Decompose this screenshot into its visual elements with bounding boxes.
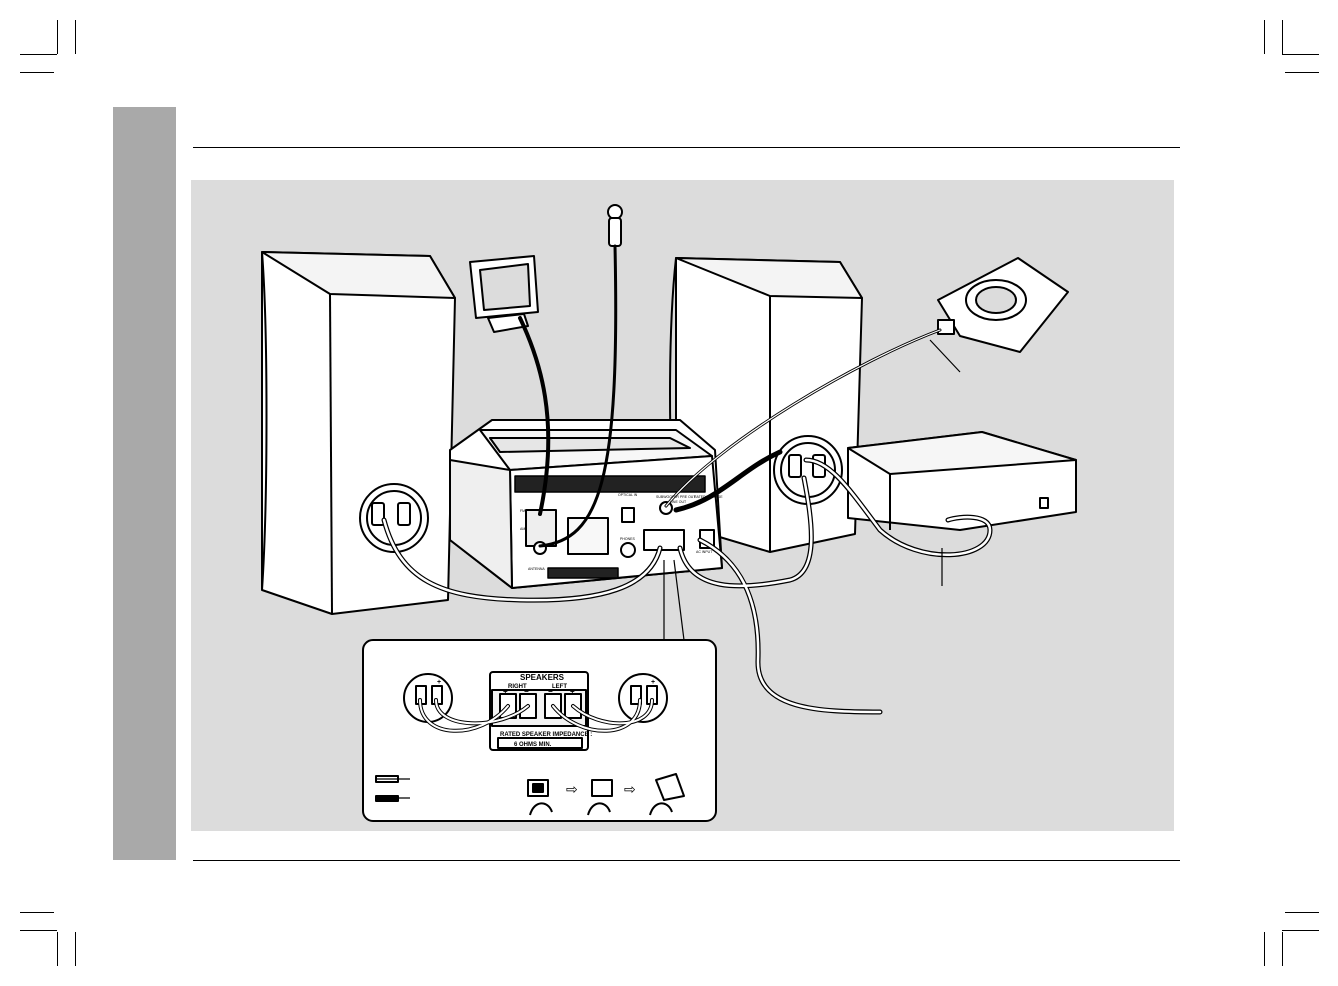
- right-label: RIGHT: [508, 684, 527, 690]
- speakers-label: SPEAKERS: [520, 673, 565, 682]
- inset-plus-r: +: [437, 679, 441, 686]
- fm-antenna: [607, 204, 623, 247]
- svg-text:RATED VOLTAGE: RATED VOLTAGE: [694, 495, 723, 499]
- bottom-rule: [193, 860, 1180, 861]
- crop-mark-bottom-left-h: [20, 912, 54, 913]
- crop-mark-top-left-l: [20, 54, 57, 55]
- step-arrow-1: ⇨: [566, 781, 578, 797]
- minus-left: −: [548, 687, 553, 696]
- inset-step-1: [527, 779, 553, 816]
- inset-labels: SPEAKERS RIGHT LEFT + − − + RATED SPEAKE…: [437, 673, 655, 748]
- subwoofer: [847, 431, 1077, 531]
- speaker-connection-inset: ⇨ ⇨: [362, 639, 717, 822]
- svg-text:PHONES: PHONES: [620, 537, 635, 541]
- crop-mark-top-left-v2: [75, 20, 76, 54]
- portable-player: [937, 257, 1069, 353]
- crop-mark-top-right-l: [1282, 54, 1319, 55]
- inset-plus-l: +: [651, 679, 655, 686]
- crop-mark-bottom-left-v1: [57, 932, 58, 966]
- callout-lines: [375, 339, 961, 799]
- left-speaker: [261, 251, 456, 615]
- crop-mark-top-left-h: [20, 72, 54, 73]
- svg-text:AM: AM: [520, 527, 525, 531]
- crop-mark-bottom-right-v1: [1264, 932, 1265, 966]
- svg-text:SUBWOOFER PRE OUT: SUBWOOFER PRE OUT: [656, 495, 696, 499]
- svg-text:LINE OUT: LINE OUT: [670, 500, 687, 504]
- optical-in-jack: [621, 507, 635, 523]
- svg-text:AC INPUT: AC INPUT: [696, 550, 713, 554]
- plus-left: +: [570, 687, 575, 696]
- crop-mark-bottom-right-v2: [1282, 932, 1283, 966]
- crop-mark-bottom-right-l: [1282, 930, 1319, 931]
- phones-jack: [620, 542, 636, 558]
- crop-mark-top-right-v1: [1264, 20, 1265, 54]
- unit-labels: FM AM ANTENNA OPTICAL IN PHONES SUBWOOFE…: [520, 493, 723, 571]
- crop-mark-top-right-v2: [1282, 20, 1283, 54]
- step-arrow-2: ⇨: [624, 781, 636, 797]
- side-tab: [113, 107, 176, 860]
- svg-text:FM: FM: [520, 509, 525, 513]
- impedance-line-1: RATED SPEAKER IMPEDANCE :: [500, 732, 592, 738]
- plus-right: +: [503, 687, 508, 696]
- crop-mark-bottom-left-v2: [75, 932, 76, 966]
- right-speaker: [669, 257, 863, 553]
- svg-text:OPTICAL IN: OPTICAL IN: [618, 493, 638, 497]
- crop-mark-top-right-h: [1285, 72, 1319, 73]
- crop-mark-top-left-v1: [57, 20, 58, 54]
- antenna-terminal-block: [525, 509, 557, 547]
- svg-text:ANTENNA: ANTENNA: [528, 567, 545, 571]
- impedance-line-2: 6 OHMS MIN.: [514, 742, 552, 748]
- speaker-terminals-block: [643, 529, 685, 551]
- main-unit: [449, 419, 723, 589]
- crop-mark-bottom-right-h: [1285, 912, 1319, 913]
- inset-left-speaker-terminal: [618, 673, 668, 723]
- am-loop-antenna: [469, 255, 539, 333]
- inset-step-2: [587, 779, 613, 816]
- minus-right: −: [524, 687, 529, 696]
- left-label: LEFT: [552, 684, 567, 690]
- top-rule: [193, 147, 1180, 148]
- crop-mark-bottom-left-l: [20, 930, 57, 931]
- vent-grille: [514, 475, 706, 579]
- inset-step-3: [649, 773, 685, 816]
